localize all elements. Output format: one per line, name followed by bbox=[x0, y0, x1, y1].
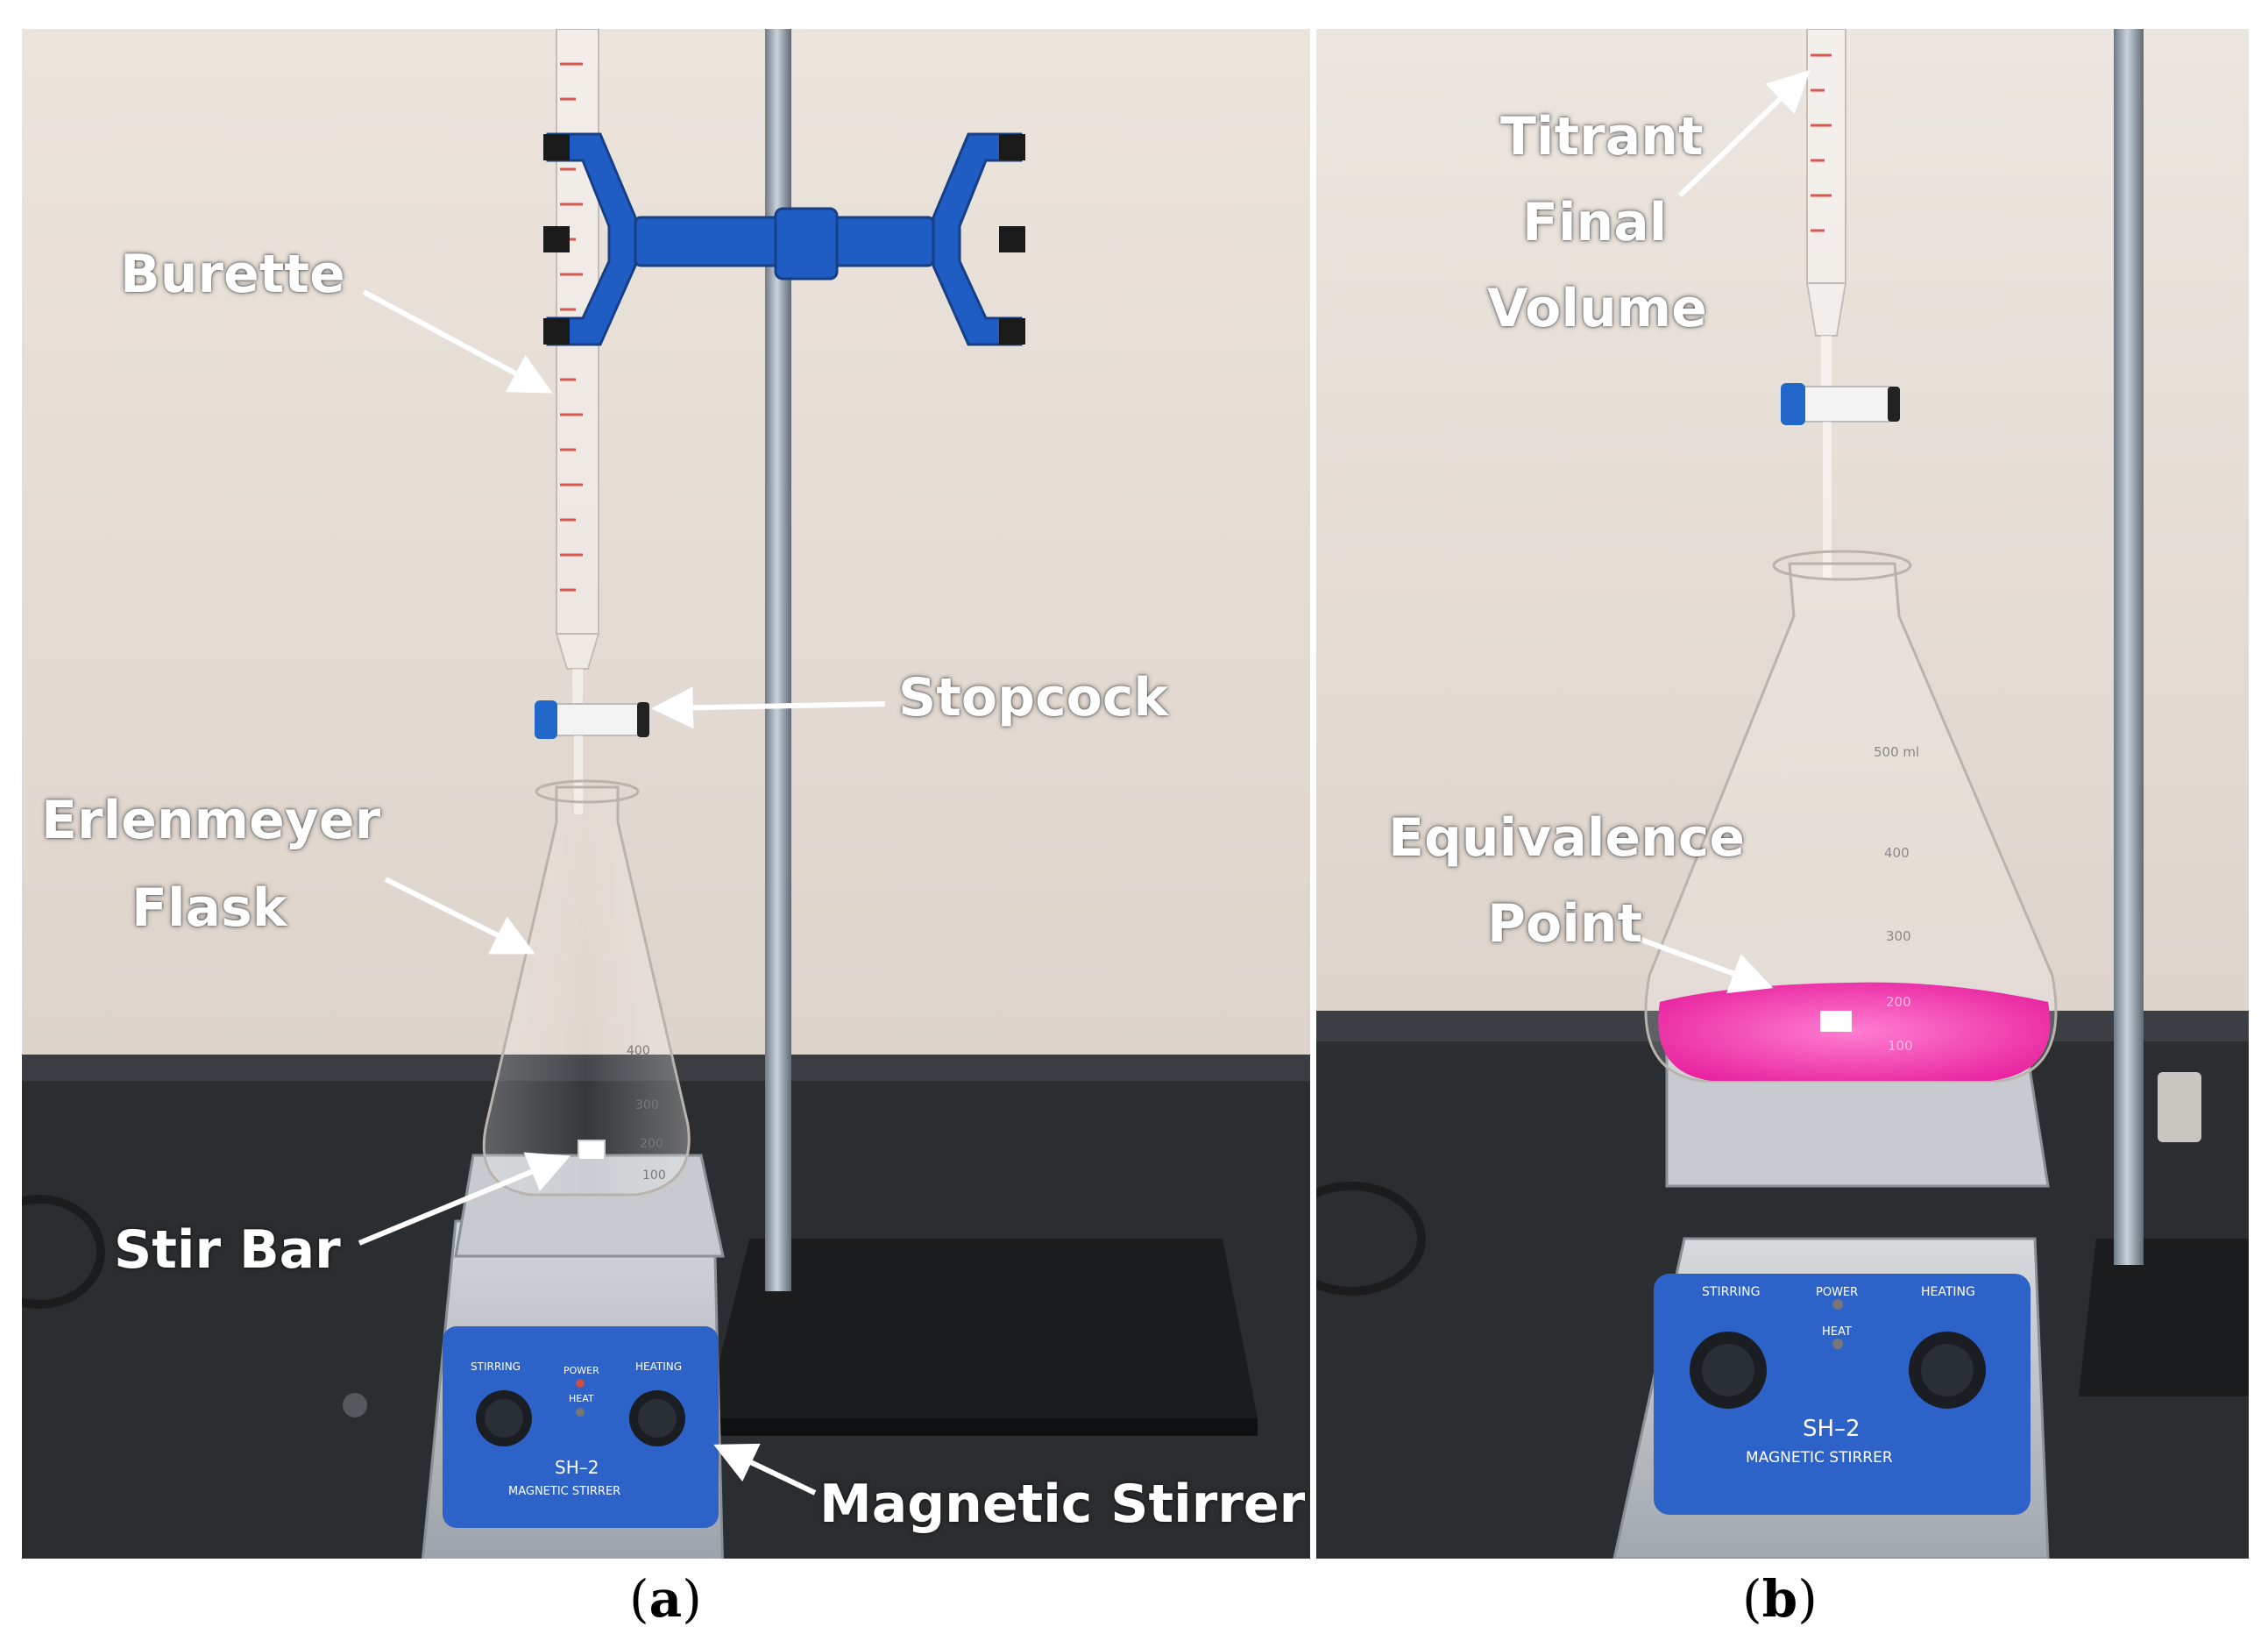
flask-a-mark-400: 400 bbox=[627, 1044, 650, 1058]
stir-bar-a bbox=[578, 1140, 606, 1161]
stirrer-a-model-text: SH–2 bbox=[555, 1457, 599, 1478]
label-erlenmeyer: Erlenmeyer bbox=[41, 790, 381, 851]
caption-b: (b) bbox=[1742, 1569, 1818, 1629]
flask-a-mark-100: 100 bbox=[642, 1169, 666, 1183]
label-stir-bar: Stir Bar bbox=[114, 1219, 341, 1281]
caption-a-letter: a bbox=[649, 1569, 683, 1629]
flask-b-mark-300: 300 bbox=[1886, 928, 1911, 944]
flask-a-mark-300: 300 bbox=[635, 1098, 659, 1112]
stirrer-b-stirring-text: STIRRING bbox=[1702, 1285, 1760, 1299]
label-flask: Flask bbox=[131, 877, 287, 939]
titration-setup-photo-a: STIRRING POWER HEAT HEATING SH–2 MAGNETI… bbox=[22, 29, 1310, 1559]
stirrer-a-stirring-text: STIRRING bbox=[471, 1360, 521, 1373]
photo-panel-a: STIRRING POWER HEAT HEATING SH–2 MAGNETI… bbox=[22, 29, 1310, 1559]
label-stopcock: Stopcock bbox=[898, 667, 1169, 728]
label-burette: Burette bbox=[120, 244, 345, 305]
label-volume: Volume bbox=[1487, 278, 1707, 339]
caption-a: (a) bbox=[629, 1569, 702, 1629]
flask-b-mark-400: 400 bbox=[1884, 845, 1910, 861]
stirrer-b-power-text: POWER bbox=[1816, 1286, 1858, 1299]
stirrer-a-heat-text: HEAT bbox=[569, 1393, 594, 1404]
stirrer-b-heat-text: HEAT bbox=[1822, 1325, 1852, 1339]
titration-setup-photo-b: STIRRING POWER HEAT HEATING SH–2 MAGNETI… bbox=[1316, 29, 2249, 1559]
label-final: Final bbox=[1522, 192, 1668, 253]
flask-b-mark-500: 500 ml bbox=[1874, 744, 1919, 760]
stirrer-b-name-text: MAGNETIC STIRRER bbox=[1746, 1449, 1893, 1467]
label-titrant: Titrant bbox=[1500, 106, 1704, 167]
caption-b-letter: b bbox=[1761, 1569, 1798, 1629]
stir-bar-b bbox=[1820, 1011, 1852, 1032]
stirrer-b-heating-text: HEATING bbox=[1921, 1285, 1975, 1299]
flask-a-mark-200: 200 bbox=[640, 1137, 663, 1151]
label-point: Point bbox=[1487, 893, 1643, 955]
stirrer-b-model-text: SH–2 bbox=[1803, 1416, 1860, 1442]
photo-panel-b: STIRRING POWER HEAT HEATING SH–2 MAGNETI… bbox=[1316, 29, 2249, 1559]
stirrer-a-power-text: POWER bbox=[563, 1365, 599, 1376]
stirrer-a-heating-text: HEATING bbox=[635, 1360, 682, 1373]
stirrer-a-name-text: MAGNETIC STIRRER bbox=[508, 1485, 620, 1498]
label-equivalence: Equivalence bbox=[1388, 807, 1746, 869]
flask-b-mark-100: 100 bbox=[1888, 1038, 1913, 1054]
flask-b-mark-200: 200 bbox=[1886, 994, 1911, 1010]
pink-solution bbox=[1658, 982, 2051, 1081]
label-magnetic-stirrer: Magnetic Stirrer bbox=[819, 1474, 1306, 1535]
